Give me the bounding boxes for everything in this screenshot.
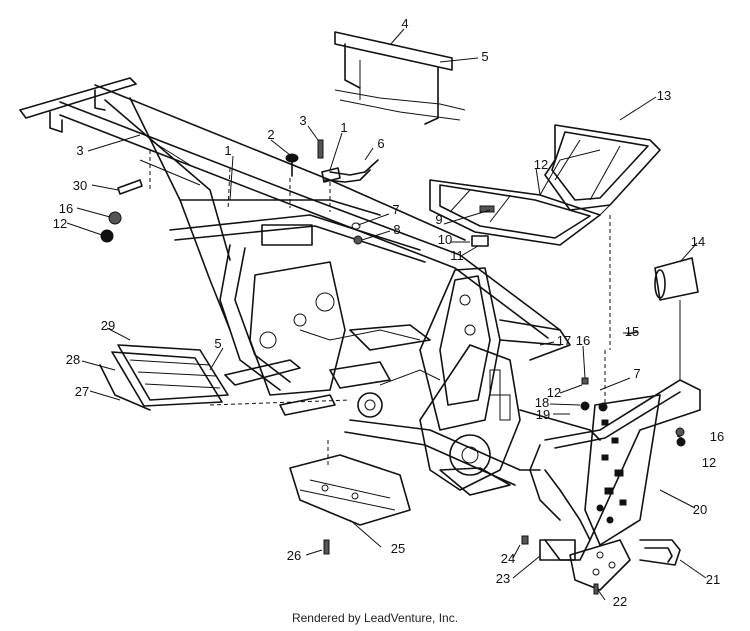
callout-17: 17 [557,333,571,348]
callout-5: 5 [481,49,488,64]
callout-7: 7 [392,202,399,217]
callout-22: 22 [613,594,627,609]
callout-24: 24 [501,551,515,566]
callout-18: 18 [535,395,549,410]
plate-part-23 [539,539,576,561]
callout-3: 3 [299,113,306,128]
callout-8: 8 [393,222,400,237]
rear-tower [344,267,601,496]
rear-rack-13 [429,124,661,247]
callout-27: 27 [75,384,89,399]
plate-part-4 [334,31,466,125]
callout-16: 16 [710,429,724,444]
callout-12: 12 [53,216,67,231]
skid-plate-25 [289,440,411,526]
callout-1: 1 [340,120,347,135]
callout-7: 7 [633,366,640,381]
callout-2: 2 [267,127,274,142]
callout-labels: 1 1 2 3 3 4 5 5 6 7 7 8 9 10 11 12 12 12… [53,16,724,609]
footrest-left [224,324,441,418]
bar-part-21 [639,539,681,566]
callout-4: 4 [401,16,408,31]
callout-9: 9 [435,212,442,227]
bumper-20 [529,379,701,561]
callout-20: 20 [693,502,707,517]
callout-12: 12 [534,157,548,172]
callout-14: 14 [691,234,705,249]
leader-lines [66,28,707,601]
callout-13: 13 [657,88,671,103]
callout-19: 19 [536,407,550,422]
callout-21: 21 [706,572,720,587]
callout-5: 5 [214,336,221,351]
callout-15: 15 [625,324,639,339]
callout-3: 3 [76,143,83,158]
callout-12: 12 [547,385,561,400]
reflector-14 [654,257,699,380]
callout-26: 26 [287,548,301,563]
callout-16: 16 [59,201,73,216]
floorboard-27-29 [99,344,229,411]
render-credit: Rendered by LeadVenture, Inc. [291,611,459,625]
callout-30: 30 [73,178,87,193]
callout-10: 10 [438,232,452,247]
callout-6: 6 [377,136,384,151]
callout-11: 11 [450,248,464,263]
left-hardware [100,179,143,243]
bolts-top [149,139,341,212]
callout-28: 28 [66,352,80,367]
callout-29: 29 [101,318,115,333]
callout-23: 23 [496,571,510,586]
callout-12: 12 [702,455,716,470]
callout-25: 25 [391,541,405,556]
bar-part-6 [329,159,379,176]
callout-1: 1 [224,143,231,158]
callout-16: 16 [576,333,590,348]
